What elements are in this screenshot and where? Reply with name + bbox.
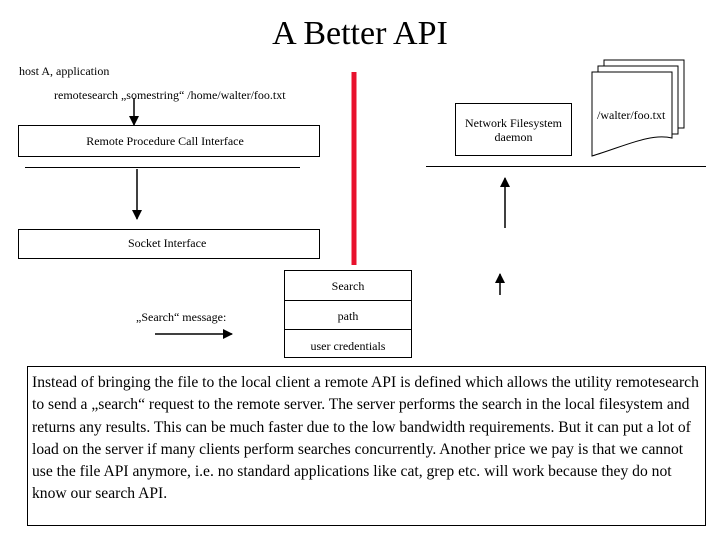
host-label: host A, application (19, 64, 110, 78)
explanation-text: Instead of bringing the file to the loca… (32, 374, 699, 503)
search-message-packet: Search path user credentials (284, 270, 412, 358)
packet-divider-2 (284, 329, 412, 330)
command-label: remotesearch „somestring“ /home/walter/f… (54, 88, 286, 102)
socket-interface-box: Socket Interface (18, 229, 320, 259)
explanation-box: Instead of bringing the file to the loca… (27, 366, 706, 526)
packet-field-credentials: user credentials (310, 339, 386, 353)
socket-interface-label: Socket Interface (128, 236, 207, 250)
message-label: „Search“ message: (136, 310, 227, 324)
slide-title: A Better API (272, 15, 448, 52)
rpc-interface-label: Remote Procedure Call Interface (86, 134, 244, 148)
rpc-interface-box: Remote Procedure Call Interface (18, 125, 320, 157)
server-layer-line (426, 166, 706, 167)
nfs-daemon-box: Network Filesystem daemon (455, 103, 572, 156)
client-layer-line (25, 167, 300, 168)
packet-field-search: Search (331, 279, 365, 293)
file-label: /walter/foo.txt (597, 108, 666, 122)
nfs-daemon-label: Network Filesystem daemon (465, 116, 562, 144)
packet-divider-1 (284, 300, 412, 301)
packet-field-path: path (337, 309, 359, 323)
file-stack-icon (591, 59, 685, 157)
